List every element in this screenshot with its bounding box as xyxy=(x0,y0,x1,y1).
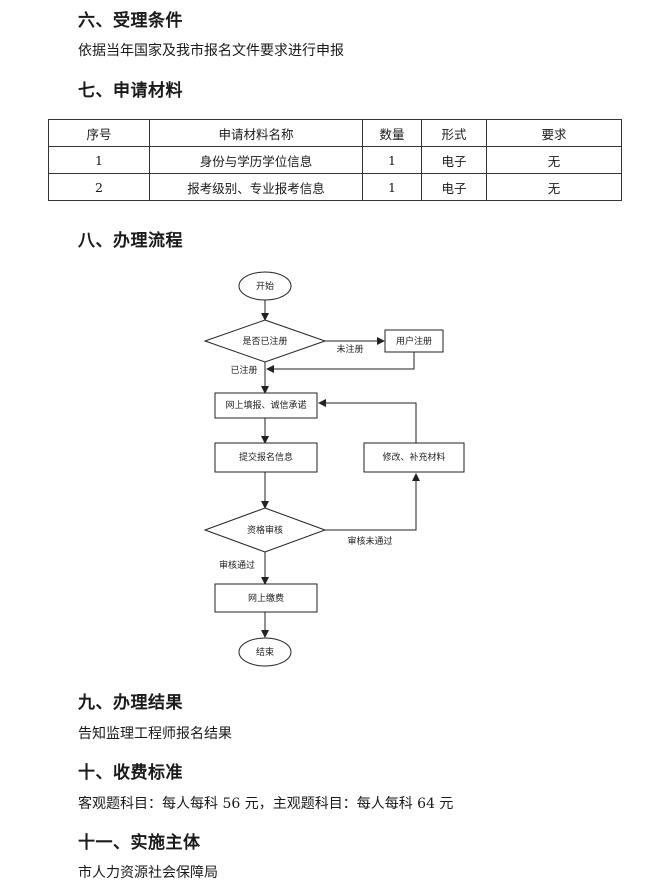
cell-name: 报考级别、专业报考信息 xyxy=(149,173,363,201)
end-terminal xyxy=(238,637,292,667)
section-9-text: 告知监理工程师报名结果 xyxy=(78,726,232,742)
user-register-label: 用户注册 xyxy=(396,335,432,347)
cell-index: 1 xyxy=(48,146,150,174)
section-9-title: 九、办理结果 xyxy=(78,693,183,713)
registered-label: 已注册 xyxy=(230,364,257,376)
modify-box xyxy=(363,442,465,473)
section-6-text: 依据当年国家及我市报名文件要求进行申报 xyxy=(78,43,344,59)
materials-table: 序号 申请材料名称 数量 形式 要求 1 身份与学历学位信息 1 电子 无 2 … xyxy=(48,119,622,201)
not-registered-label: 未注册 xyxy=(336,343,363,355)
cell-quantity: 1 xyxy=(362,173,422,201)
section-10-title: 十、收费标准 xyxy=(78,763,183,783)
submit-label: 提交报名信息 xyxy=(239,451,293,463)
end-label: 结束 xyxy=(256,646,274,658)
review-decision-label: 资格审核 xyxy=(247,524,283,536)
col-header-index: 序号 xyxy=(48,119,150,147)
col-header-requirement: 要求 xyxy=(486,119,622,147)
section-7-title: 七、申请材料 xyxy=(78,81,183,101)
registered-decision-label: 是否已注册 xyxy=(242,335,287,347)
process-flowchart: 开始 是否已注册 未注册 用户注册 已注册 网上填报、诚信承诺 提交报名信息 资… xyxy=(203,271,465,667)
col-header-quantity: 数量 xyxy=(362,119,422,147)
section-10-text: 客观题科目：每人每科 56 元，主观题科目：每人每科 64 元 xyxy=(78,796,454,812)
cell-requirement: 无 xyxy=(486,173,622,201)
cell-requirement: 无 xyxy=(486,146,622,174)
section-11-title: 十一、实施主体 xyxy=(78,833,201,853)
cell-name: 身份与学历学位信息 xyxy=(149,146,363,174)
arrow-modify-back xyxy=(318,399,417,443)
col-header-form: 形式 xyxy=(421,119,487,147)
review-pass-label: 审核通过 xyxy=(219,559,255,571)
modify-label: 修改、补充材料 xyxy=(382,451,445,463)
submit-box xyxy=(214,442,318,473)
table-row: 2 报考级别、专业报考信息 1 电子 无 xyxy=(48,173,622,201)
cell-index: 2 xyxy=(48,173,150,201)
cell-quantity: 1 xyxy=(362,146,422,174)
pay-label: 网上缴费 xyxy=(248,592,284,604)
col-header-name: 申请材料名称 xyxy=(149,119,363,147)
arrow-to-modify xyxy=(325,473,420,531)
review-fail-label: 审核未通过 xyxy=(347,535,392,547)
section-6-title: 六、受理条件 xyxy=(78,11,183,31)
table-row: 1 身份与学历学位信息 1 电子 无 xyxy=(48,146,622,174)
start-label: 开始 xyxy=(256,280,274,292)
fill-form-label: 网上填报、诚信承诺 xyxy=(225,399,306,411)
cell-form: 电子 xyxy=(421,146,487,174)
table-header-row: 序号 申请材料名称 数量 形式 要求 xyxy=(48,119,622,147)
section-8-title: 八、办理流程 xyxy=(78,231,183,251)
arrow-register-back xyxy=(266,352,415,373)
pay-box xyxy=(214,583,318,613)
section-11-text: 市人力资源社会保障局 xyxy=(78,865,218,881)
fill-form-box xyxy=(214,392,318,419)
cell-form: 电子 xyxy=(421,173,487,201)
